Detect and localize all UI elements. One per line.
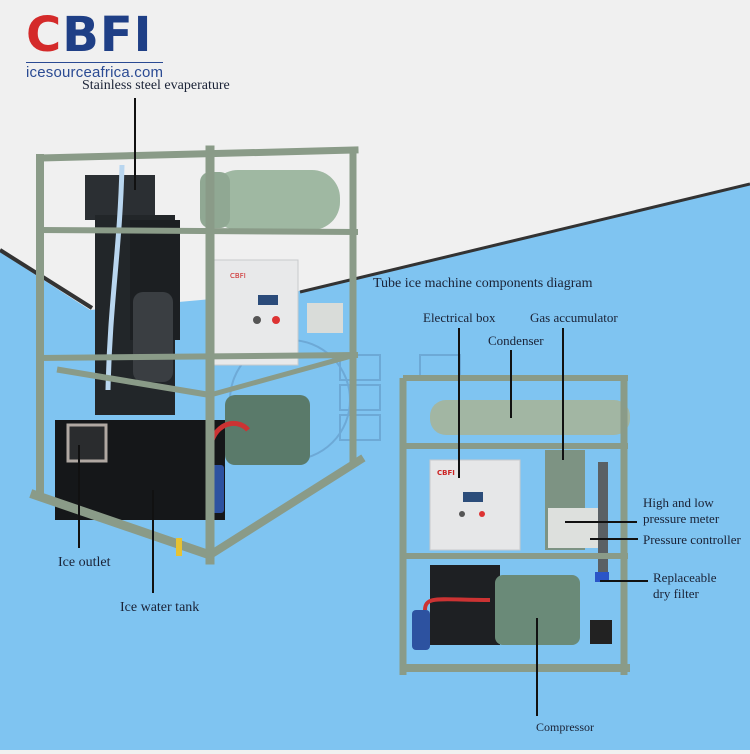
main-machine: CBFI (29, 145, 366, 565)
diagram-title: Tube ice machine components diagram (373, 276, 593, 291)
label-pressure-meter: High and low pressure meter (643, 495, 719, 527)
label-pressure-controller: Pressure controller (643, 532, 741, 547)
label-compressor: Compressor (536, 720, 594, 734)
label-pressure-meter-line2: pressure meter (643, 511, 720, 526)
label-evaporator: Stainless steel evaperature (82, 78, 230, 93)
leader-electrical-box (458, 328, 460, 478)
label-pressure-meter-line1: High and low (643, 495, 714, 510)
leader-gas-accumulator (562, 328, 564, 460)
leader-compressor (536, 618, 538, 716)
leader-ice-outlet (78, 445, 80, 548)
label-gas-accumulator: Gas accumulator (530, 310, 618, 325)
label-dry-filter: Replaceable dry filter (653, 570, 717, 602)
leader-pressure-controller (590, 538, 638, 540)
label-ice-water-tank: Ice water tank (120, 600, 200, 615)
logo-wordmark: CBFI (26, 10, 163, 60)
diagram-machine: CBFI (399, 375, 630, 675)
leader-pressure-meter (565, 521, 637, 523)
leader-evaporator (134, 98, 136, 190)
label-ice-outlet: Ice outlet (58, 555, 111, 570)
label-condenser: Condenser (488, 333, 544, 348)
leader-ice-water-tank (152, 490, 154, 593)
leader-condenser (510, 350, 512, 418)
svg-text:CBFI: CBFI (437, 469, 455, 477)
brand-logo: CBFI icesourceafrica.com (26, 10, 164, 81)
leader-dry-filter (600, 580, 648, 582)
logo-initial: C (26, 7, 63, 63)
label-electrical-box: Electrical box (423, 310, 496, 325)
svg-text:CBFI: CBFI (230, 272, 246, 280)
logo-letters: BFI (62, 7, 153, 63)
label-dry-filter-line1: Replaceable (653, 570, 717, 585)
brand-url: icesourceafrica.com (26, 62, 164, 81)
label-dry-filter-line2: dry filter (653, 586, 699, 601)
